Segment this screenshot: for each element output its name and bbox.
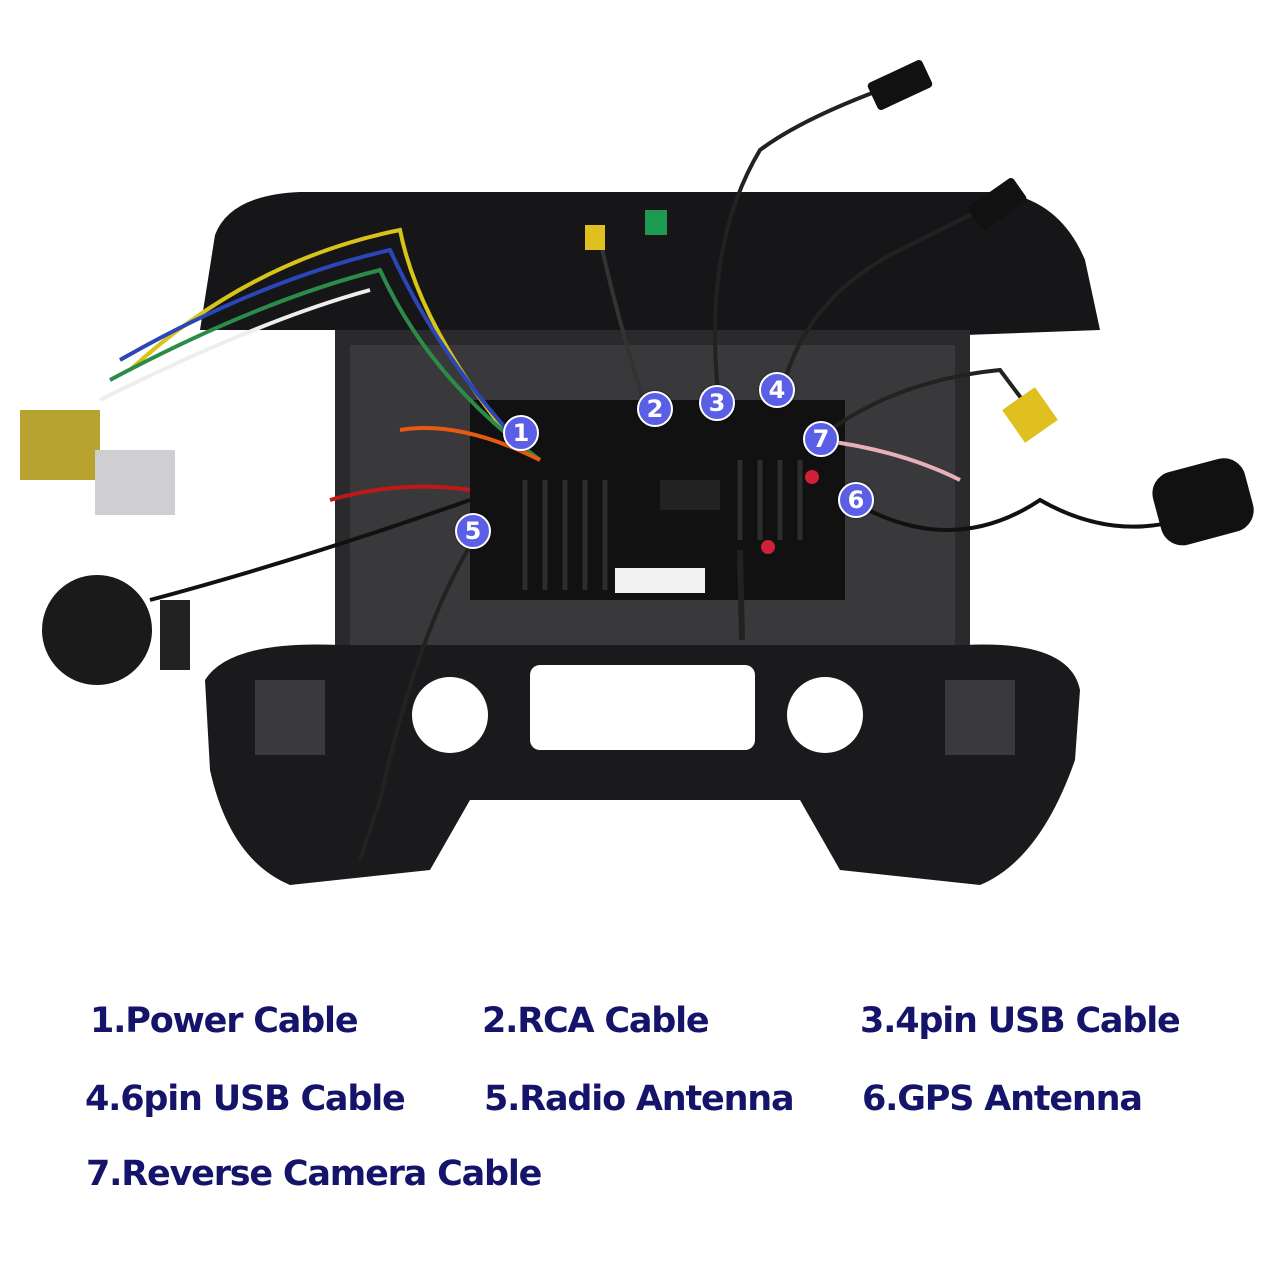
label-4pin-usb-cable: 3.4pin USB Cable bbox=[860, 1001, 1181, 1041]
badge-4-6pin-usb: 4 bbox=[759, 372, 795, 408]
badge-2-rca-cable: 2 bbox=[637, 391, 673, 427]
badge-3-4pin-usb: 3 bbox=[699, 385, 735, 421]
head-unit-product-photo bbox=[20, 60, 1254, 885]
gps-receiver bbox=[1152, 458, 1254, 546]
label-rca-cable: 2.RCA Cable bbox=[482, 1001, 710, 1041]
dash-frame-top bbox=[200, 192, 1100, 370]
label-reverse-camera-cable: 7.Reverse Camera Cable bbox=[86, 1154, 542, 1194]
label-gps-antenna: 6.GPS Antenna bbox=[862, 1079, 1143, 1119]
badge-6-gps-antenna: 6 bbox=[838, 482, 874, 518]
label-radio-antenna: 5.Radio Antenna bbox=[484, 1079, 795, 1119]
label-6pin-usb-cable: 4.6pin USB Cable bbox=[85, 1079, 406, 1119]
microphone-speaker bbox=[42, 575, 152, 685]
badge-7-reverse-camera: 7 bbox=[803, 421, 839, 457]
label-power-cable: 1.Power Cable bbox=[90, 1001, 359, 1041]
badge-5-radio-antenna: 5 bbox=[455, 513, 491, 549]
badge-1-power-cable: 1 bbox=[503, 415, 539, 451]
